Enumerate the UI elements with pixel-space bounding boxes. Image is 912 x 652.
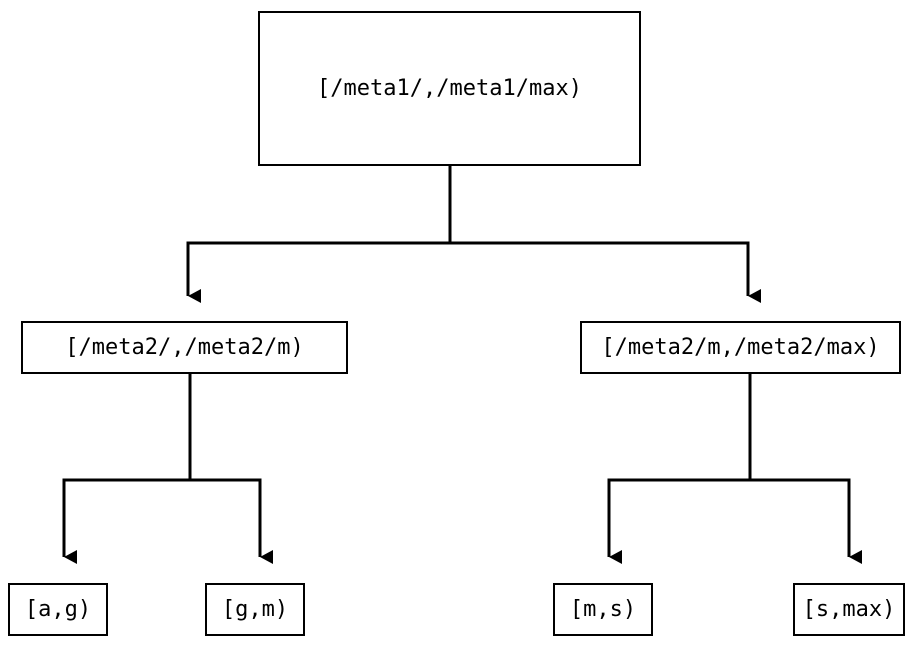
tree-node-root-label: [/meta1/,/meta1/max) [317, 75, 582, 101]
edge-root-to-meta2-high [448, 166, 761, 303]
edge-meta2-high-to-leaf-ms [607, 374, 752, 564]
edge-meta2-low-to-leaf-ag [62, 374, 192, 564]
tree-node-meta2-low[interactable]: [/meta2/,/meta2/m) [21, 321, 348, 374]
tree-node-meta2-high[interactable]: [/meta2/m,/meta2/max) [580, 321, 901, 374]
tree-node-leaf-ms[interactable]: [m,s) [553, 583, 653, 636]
tree-node-leaf-ag[interactable]: [a,g) [8, 583, 108, 636]
edge-root-to-meta2-low [186, 166, 452, 303]
tree-node-leaf-gm[interactable]: [g,m) [205, 583, 305, 636]
tree-node-leaf-ms-label: [m,s) [569, 596, 637, 622]
tree-node-meta2-low-label: [/meta2/,/meta2/m) [65, 334, 304, 360]
tree-node-leaf-smax-label: [s,max) [802, 596, 896, 622]
tree-node-meta2-high-label: [/meta2/m,/meta2/max) [601, 334, 880, 360]
tree-node-root[interactable]: [/meta1/,/meta1/max) [258, 11, 641, 166]
edge-meta2-low-to-leaf-gm [188, 374, 273, 564]
tree-node-leaf-smax[interactable]: [s,max) [793, 583, 905, 636]
tree-node-leaf-ag-label: [a,g) [24, 596, 92, 622]
edge-meta2-high-to-leaf-smax [748, 374, 862, 564]
tree-node-leaf-gm-label: [g,m) [221, 596, 289, 622]
